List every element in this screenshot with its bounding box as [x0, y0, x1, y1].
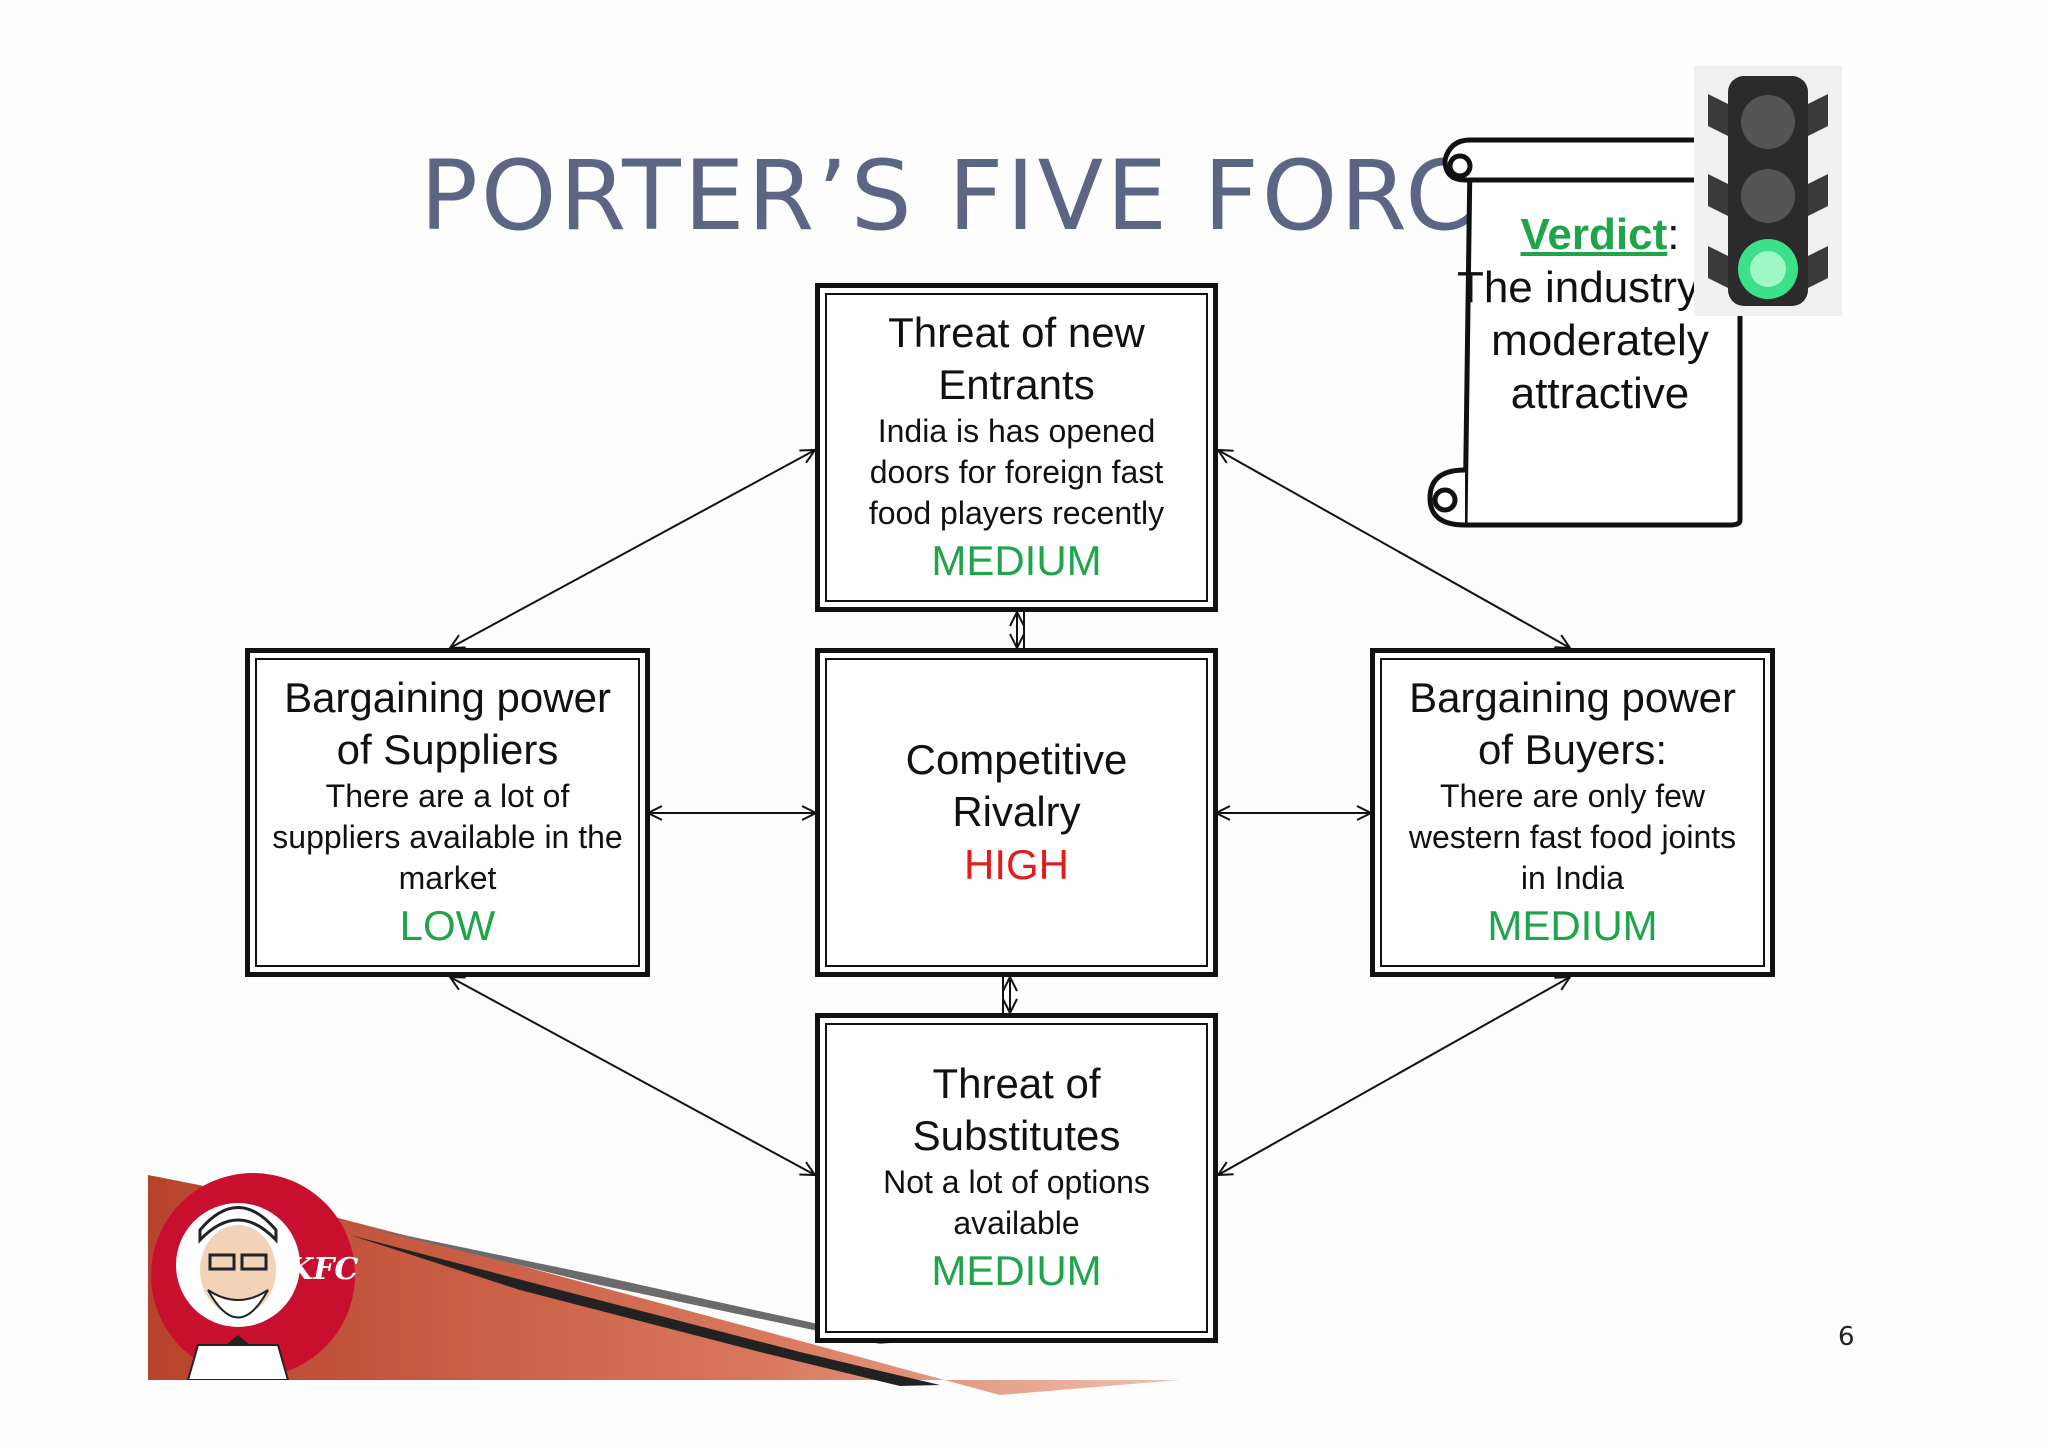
page-number: 6 — [1838, 1322, 1855, 1352]
force-description: India is has opened doors for foreign fa… — [868, 413, 1165, 531]
traffic-light-icon — [1694, 66, 1842, 316]
force-description: Not a lot of options available — [883, 1164, 1150, 1241]
connector-bottom-right — [1218, 977, 1570, 1175]
force-box-rivalry: Competitive Rivalry HIGH — [815, 648, 1218, 977]
verdict-label: Verdict — [1520, 210, 1668, 259]
connector-top-right — [1218, 450, 1570, 648]
colonel-icon — [151, 1173, 355, 1381]
page-title: PORTER’S FIVE FORCES — [420, 140, 1603, 252]
force-description: There are only few western fast food joi… — [1408, 778, 1737, 896]
force-title: Bargaining power of Suppliers — [284, 674, 611, 773]
kfc-logo-text: KFC — [287, 1252, 359, 1287]
force-title: Bargaining power of Buyers: — [1409, 674, 1736, 773]
force-title: Threat of new Entrants — [888, 309, 1145, 408]
force-description: There are a lot of suppliers available i… — [272, 778, 623, 896]
force-box-substitutes: Threat of Substitutes Not a lot of optio… — [815, 1013, 1218, 1343]
force-box-new-entrants: Threat of new Entrants India is has open… — [815, 283, 1218, 612]
force-rating: LOW — [399, 902, 496, 949]
force-box-suppliers: Bargaining power of Suppliers There are … — [245, 648, 650, 977]
kfc-logo — [148, 1170, 358, 1381]
force-title: Threat of Substitutes — [912, 1060, 1121, 1159]
force-rating: MEDIUM — [1487, 902, 1658, 949]
connector-bottom-left — [450, 977, 815, 1175]
force-title: Competitive Rivalry — [905, 735, 1128, 835]
force-box-buyers: Bargaining power of Buyers: There are on… — [1370, 648, 1775, 977]
connector-top-left — [450, 450, 815, 648]
force-rating: MEDIUM — [931, 537, 1102, 584]
verdict-colon: : — [1667, 210, 1680, 259]
force-rating: HIGH — [964, 840, 1069, 888]
force-rating: MEDIUM — [931, 1247, 1102, 1294]
